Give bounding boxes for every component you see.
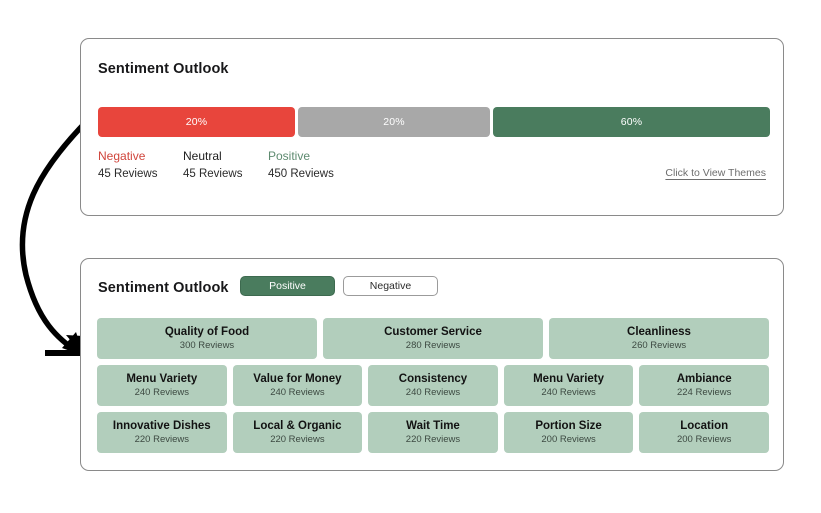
page-title: Sentiment Outlook [98, 61, 229, 77]
sentiment-bar-segment-neutral[interactable]: 20% [298, 107, 490, 137]
theme-name: Innovative Dishes [113, 420, 211, 433]
theme-card[interactable]: Customer Service 280 Reviews [323, 318, 543, 359]
theme-name: Value for Money [253, 373, 341, 386]
legend-item-positive: Positive 450 Reviews [268, 149, 358, 180]
theme-card[interactable]: Value for Money 240 Reviews [233, 365, 363, 406]
theme-card[interactable]: Local & Organic 220 Reviews [233, 412, 363, 453]
theme-name: Cleanliness [627, 326, 691, 339]
theme-count: 260 Reviews [632, 341, 686, 351]
theme-name: Customer Service [384, 326, 482, 339]
theme-count: 200 Reviews [541, 435, 595, 445]
sentiment-bar-segment-negative[interactable]: 20% [98, 107, 295, 137]
legend-count-negative: 45 Reviews [98, 168, 161, 180]
themes-row: Menu Variety 240 Reviews Value for Money… [97, 365, 769, 406]
segment-percent-label: 60% [621, 116, 643, 128]
theme-name: Location [680, 420, 728, 433]
theme-card[interactable]: Menu Variety 240 Reviews [97, 365, 227, 406]
legend-label-neutral: Neutral [183, 149, 246, 163]
legend-item-neutral: Neutral 45 Reviews [183, 149, 246, 180]
segment-percent-label: 20% [383, 116, 405, 128]
theme-card[interactable]: Consistency 240 Reviews [368, 365, 498, 406]
theme-count: 220 Reviews [135, 435, 189, 445]
legend-item-negative: Negative 45 Reviews [98, 149, 161, 180]
themes-card: Sentiment Outlook Positive Negative Qual… [80, 258, 784, 471]
theme-count: 300 Reviews [180, 341, 234, 351]
sentiment-bar: 20% 20% 60% [98, 107, 770, 137]
themes-card-title: Sentiment Outlook [98, 280, 229, 296]
themes-row: Quality of Food 300 Reviews Customer Ser… [97, 318, 769, 359]
segment-percent-label: 20% [186, 116, 208, 128]
theme-card[interactable]: Cleanliness 260 Reviews [549, 318, 769, 359]
theme-count: 240 Reviews [135, 388, 189, 398]
theme-card[interactable]: Menu Variety 240 Reviews [504, 365, 634, 406]
sentiment-legend: Negative 45 Reviews Neutral 45 Reviews P… [98, 149, 358, 180]
theme-count: 224 Reviews [677, 388, 731, 398]
theme-card[interactable]: Quality of Food 300 Reviews [97, 318, 317, 359]
legend-count-positive: 450 Reviews [268, 168, 358, 180]
legend-label-positive: Positive [268, 149, 358, 163]
theme-name: Ambiance [677, 373, 732, 386]
themes-grid: Quality of Food 300 Reviews Customer Ser… [97, 318, 769, 453]
theme-count: 200 Reviews [677, 435, 731, 445]
legend-label-negative: Negative [98, 149, 161, 163]
theme-count: 220 Reviews [406, 435, 460, 445]
theme-name: Portion Size [535, 420, 601, 433]
toggle-positive-button[interactable]: Positive [240, 276, 335, 296]
sentiment-toggle-group: Positive Negative [240, 276, 438, 296]
theme-card[interactable]: Portion Size 200 Reviews [504, 412, 634, 453]
sentiment-bar-segment-positive[interactable]: 60% [493, 107, 770, 137]
theme-count: 220 Reviews [270, 435, 324, 445]
theme-count: 240 Reviews [406, 388, 460, 398]
legend-count-neutral: 45 Reviews [183, 168, 246, 180]
theme-name: Menu Variety [126, 373, 197, 386]
toggle-negative-button[interactable]: Negative [343, 276, 438, 296]
theme-name: Menu Variety [533, 373, 604, 386]
theme-name: Consistency [399, 373, 467, 386]
theme-card[interactable]: Wait Time 220 Reviews [368, 412, 498, 453]
sentiment-outlook-card: Sentiment Outlook 20% 20% 60% Negative 4… [80, 38, 784, 216]
themes-row: Innovative Dishes 220 Reviews Local & Or… [97, 412, 769, 453]
theme-card[interactable]: Innovative Dishes 220 Reviews [97, 412, 227, 453]
theme-name: Local & Organic [253, 420, 341, 433]
theme-name: Wait Time [406, 420, 460, 433]
theme-count: 240 Reviews [270, 388, 324, 398]
view-themes-link[interactable]: Click to View Themes [665, 167, 766, 179]
theme-card[interactable]: Ambiance 224 Reviews [639, 365, 769, 406]
theme-card[interactable]: Location 200 Reviews [639, 412, 769, 453]
theme-name: Quality of Food [165, 326, 249, 339]
theme-count: 280 Reviews [406, 341, 460, 351]
theme-count: 240 Reviews [541, 388, 595, 398]
